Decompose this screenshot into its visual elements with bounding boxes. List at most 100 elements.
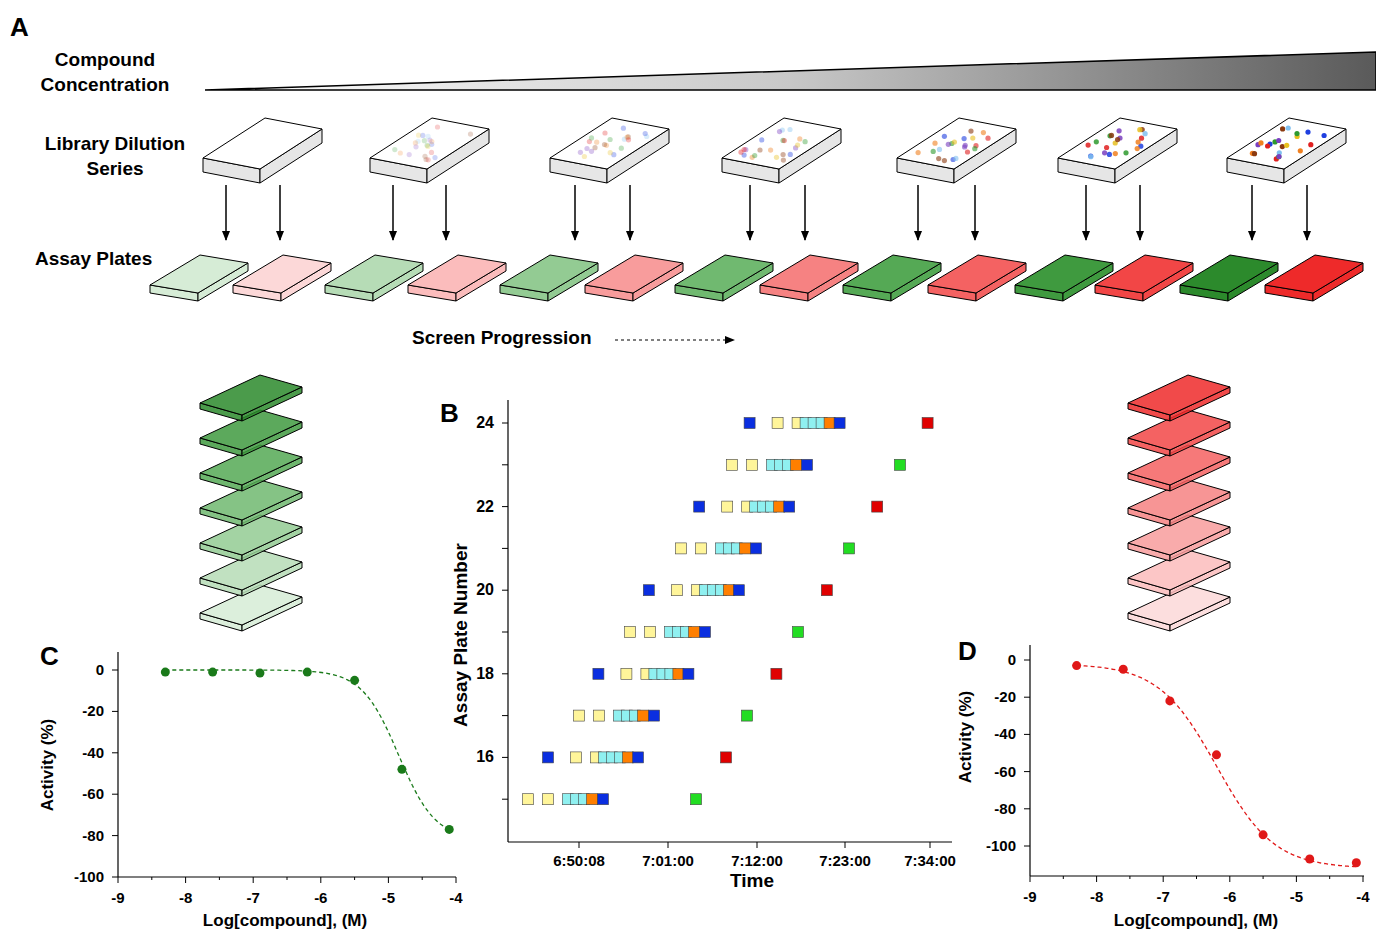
data-point: [1165, 696, 1174, 705]
tick-mark: [1030, 876, 1031, 882]
tick-label: -100: [986, 837, 1016, 855]
red-event-square: [922, 418, 933, 429]
compound-dot: [1265, 143, 1270, 148]
compound-dot: [946, 142, 951, 147]
compound-dot: [795, 143, 800, 148]
tick-label: 7:23:00: [819, 852, 871, 870]
compound-dot: [916, 150, 921, 155]
compound-dot: [426, 157, 431, 162]
tick-label: -7: [247, 889, 260, 907]
transfer-arrow: [629, 185, 631, 240]
assay-plate-top: [408, 255, 506, 293]
tick-mark: [668, 842, 669, 848]
tick-mark: [112, 752, 118, 753]
tick-label: -5: [382, 889, 395, 907]
tick-label: 0: [1008, 651, 1016, 669]
compound-dot: [429, 150, 434, 155]
assay-plate-top: [1180, 255, 1278, 293]
compound-dot: [1113, 151, 1118, 156]
tick-mark: [1129, 876, 1130, 879]
tick-mark: [502, 799, 508, 800]
compound-dot: [1280, 126, 1285, 131]
compound-dot: [931, 149, 936, 154]
library-plate-top: [897, 118, 1016, 169]
transfer-arrow: [804, 185, 806, 240]
axis-line: [117, 652, 118, 877]
compound-dot: [1115, 137, 1120, 142]
compound-dot: [621, 126, 626, 131]
yellow-event-square: [727, 459, 738, 470]
orange-event-square: [638, 710, 649, 721]
compound-dot: [968, 129, 973, 134]
tick-mark: [1024, 771, 1030, 772]
orange-event-square: [723, 585, 734, 596]
compound-dot: [578, 150, 583, 155]
transfer-arrow: [1139, 185, 1141, 240]
assay-plate-top: [843, 255, 941, 293]
tick-mark: [1163, 876, 1164, 882]
fit-curve: [1077, 665, 1357, 866]
assay-plate-top: [675, 255, 773, 293]
arrow-label: Screen Progression: [412, 327, 592, 350]
assay-plate: [675, 255, 773, 301]
compound-dot: [1308, 142, 1313, 147]
compound-dot: [742, 147, 747, 152]
tick-mark: [502, 590, 508, 591]
compound-dot: [435, 124, 440, 129]
assay-plate: [150, 255, 248, 301]
yellow-event-square: [722, 501, 733, 512]
blue-event-square: [598, 794, 609, 805]
compound-dot: [422, 138, 427, 143]
axis-line: [507, 400, 508, 842]
yellow-event-square: [523, 794, 534, 805]
tick-mark: [502, 715, 508, 716]
tick-label: -9: [1023, 888, 1036, 906]
compound-dot: [407, 152, 412, 157]
fit-curve: [165, 670, 449, 830]
tick-label: -80: [82, 827, 104, 845]
assay-plate-top: [1095, 255, 1193, 293]
compound-dot: [1286, 125, 1291, 130]
stacked-plate: [1128, 375, 1230, 421]
compound-dot: [1136, 140, 1141, 145]
library-plate: [897, 118, 1016, 183]
panel-letter: B: [440, 398, 459, 429]
compound-dot: [1109, 133, 1114, 138]
compound-dot: [582, 154, 587, 159]
tick-mark: [253, 877, 254, 883]
compound-dot: [932, 141, 937, 146]
assay-plates: [150, 255, 1363, 301]
tick-mark: [112, 877, 118, 878]
compound-dot: [936, 156, 941, 161]
tick-label: -7: [1157, 888, 1170, 906]
compound-dot: [965, 149, 970, 154]
red-event-square: [821, 585, 832, 596]
library-plate-top: [370, 118, 489, 169]
tick-mark: [502, 632, 508, 633]
row-label: Compound Concentration: [25, 48, 185, 97]
compound-dot: [777, 129, 782, 134]
axis-line: [1029, 645, 1030, 876]
yellow-event-square: [543, 794, 554, 805]
compound-dot: [413, 144, 418, 149]
library-plate-top: [203, 118, 322, 169]
compound-dot: [602, 130, 607, 135]
tick-mark: [1024, 734, 1030, 735]
tick-mark: [118, 877, 119, 883]
compound-dot: [1094, 139, 1099, 144]
tick-label: -6: [314, 889, 327, 907]
blue-event-square: [593, 668, 604, 679]
compound-dot: [1088, 154, 1093, 159]
tick-label: -40: [82, 744, 104, 762]
compound-dot: [1305, 130, 1310, 135]
blue-event-square: [744, 418, 755, 429]
blue-event-square: [802, 459, 813, 470]
assay-plate-top: [1265, 255, 1363, 293]
tick-label: -80: [994, 800, 1016, 818]
stacked-plate-top: [1128, 375, 1230, 415]
tick-mark: [579, 842, 580, 848]
library-plate-top: [1227, 118, 1346, 169]
blue-event-square: [694, 501, 705, 512]
green-event-square: [793, 627, 804, 638]
